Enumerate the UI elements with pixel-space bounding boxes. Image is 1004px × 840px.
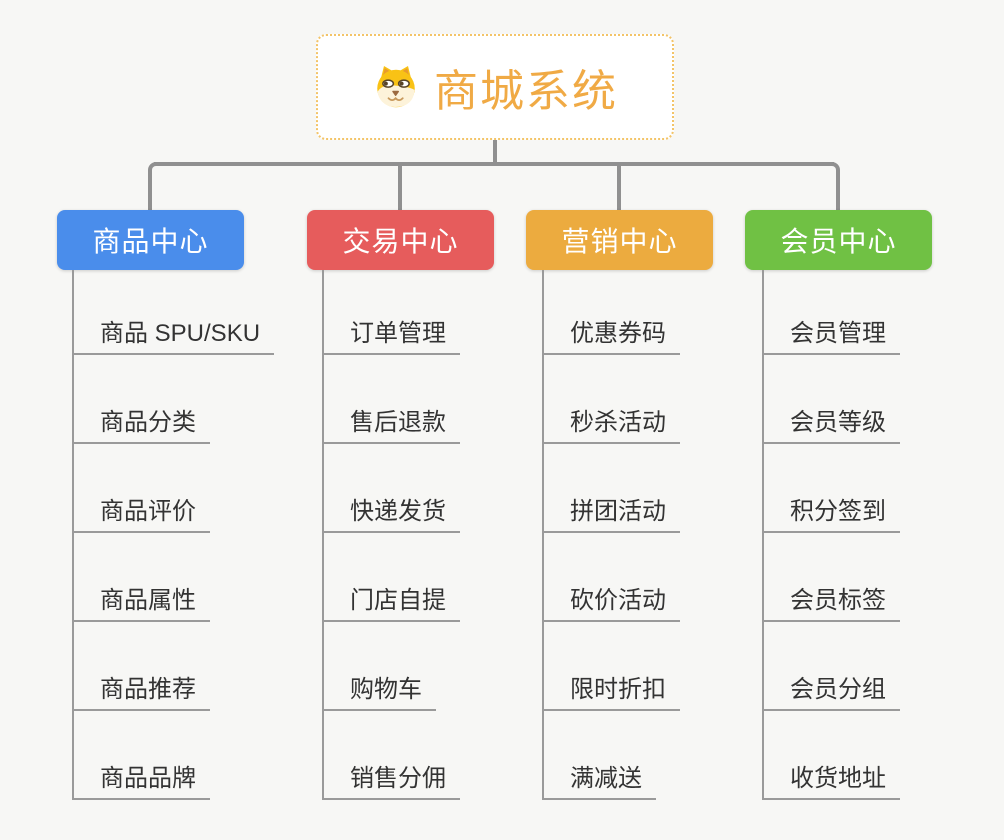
leaf-product-spu-sku[interactable]: 商品 SPU/SKU: [72, 313, 275, 355]
trunk-marketing-center: [542, 270, 544, 800]
trunk-trade-center: [322, 270, 324, 800]
leaf-flash-sale[interactable]: 秒杀活动: [542, 402, 680, 444]
leaf-spend-save[interactable]: 满减送: [542, 758, 656, 800]
branch-node-product-center[interactable]: 商品中心: [57, 210, 244, 270]
branch-node-member-center[interactable]: 会员中心: [745, 210, 932, 270]
leaf-shipping-address[interactable]: 收货地址: [762, 758, 900, 800]
leaf-member-level[interactable]: 会员等级: [762, 402, 900, 444]
branch-node-marketing-center[interactable]: 营销中心: [526, 210, 713, 270]
leaf-limited-discount[interactable]: 限时折扣: [542, 669, 680, 711]
connector-corner-left: [148, 162, 268, 210]
leaf-bargain-activity[interactable]: 砍价活动: [542, 580, 680, 622]
leaf-member-management[interactable]: 会员管理: [762, 313, 900, 355]
connector-corner-right: [720, 162, 840, 210]
leaf-coupon-codes[interactable]: 优惠券码: [542, 313, 680, 355]
root-node-mall-system[interactable]: 商城系统: [316, 34, 674, 140]
leaf-store-pickup[interactable]: 门店自提: [322, 580, 460, 622]
branch-node-trade-center[interactable]: 交易中心: [307, 210, 494, 270]
connector-drop-trade: [398, 162, 402, 210]
connector-bus: [154, 162, 834, 166]
leaf-aftersale-refund[interactable]: 售后退款: [322, 402, 460, 444]
leaf-sales-commission[interactable]: 销售分佣: [322, 758, 460, 800]
leaf-points-checkin[interactable]: 积分签到: [762, 491, 900, 533]
leaf-express-shipping[interactable]: 快递发货: [322, 491, 460, 533]
leaf-product-brand[interactable]: 商品品牌: [72, 758, 210, 800]
leaf-product-review[interactable]: 商品评价: [72, 491, 210, 533]
connector-root-trunk: [493, 138, 497, 164]
connector-drop-marketing: [617, 162, 621, 210]
trunk-product-center: [72, 270, 74, 800]
leaf-member-groups[interactable]: 会员分组: [762, 669, 900, 711]
leaf-product-attribute[interactable]: 商品属性: [72, 580, 210, 622]
leaf-product-category[interactable]: 商品分类: [72, 402, 210, 444]
leaf-shopping-cart[interactable]: 购物车: [322, 669, 436, 711]
doge-icon: [377, 66, 415, 108]
leaf-group-buy[interactable]: 拼团活动: [542, 491, 680, 533]
leaf-member-tags[interactable]: 会员标签: [762, 580, 900, 622]
leaf-order-management[interactable]: 订单管理: [322, 313, 460, 355]
trunk-member-center: [762, 270, 764, 800]
root-title: 商城系统: [434, 67, 618, 116]
leaf-product-recommend[interactable]: 商品推荐: [72, 669, 210, 711]
